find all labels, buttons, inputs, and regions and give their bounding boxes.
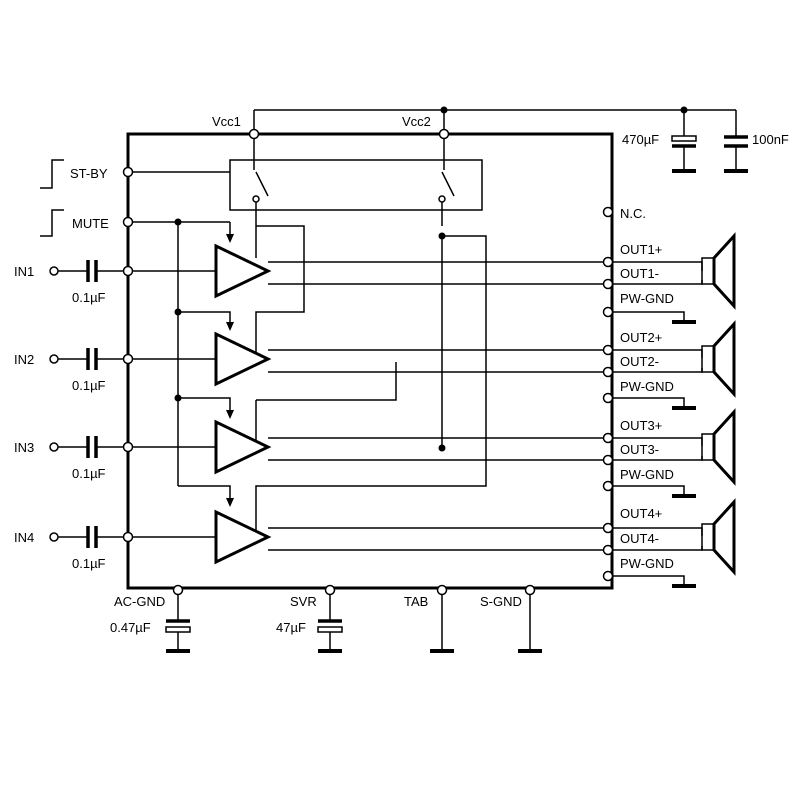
input-label-4: IN4	[14, 530, 34, 545]
pin-label-st-by: ST-BY	[70, 166, 108, 181]
pin-label-tab: TAB	[404, 594, 428, 609]
supply-rail	[253, 106, 737, 136]
ic-body	[126, 132, 614, 590]
capacitor-470uf	[671, 135, 697, 173]
output-label-1-minus: OUT1-	[620, 266, 659, 281]
amplifier-2	[128, 331, 608, 387]
standby-switch-block	[229, 134, 483, 258]
cap-470uf-label: 470µF	[622, 132, 659, 147]
output-label-3-plus: OUT3+	[620, 418, 662, 433]
pin-label-vcc1: Vcc1	[212, 114, 241, 129]
input-cap-label-4: 0.1µF	[72, 556, 106, 571]
amplifier-3	[128, 419, 608, 475]
pin-label-ac-gnd: AC-GND	[114, 594, 165, 609]
input-cap-label-3: 0.1µF	[72, 466, 106, 481]
ic-pins	[122, 128, 614, 596]
speaker-2	[612, 320, 736, 410]
output-label-4-plus: OUT4+	[620, 506, 662, 521]
pin-label-s-gnd: S-GND	[480, 594, 522, 609]
output-label-2-minus: OUT2-	[620, 354, 659, 369]
cap-label-svr: 47µF	[276, 620, 306, 635]
pin-label-mute: MUTE	[72, 216, 109, 231]
speaker-4	[612, 498, 736, 588]
cap-100nf-label: 100nF	[752, 132, 789, 147]
vcc2-distribution	[255, 225, 487, 530]
bottom-pin-wiring	[165, 590, 542, 653]
mute-control	[40, 209, 234, 507]
speaker-1	[612, 232, 736, 324]
input-label-2: IN2	[14, 352, 34, 367]
output-label-1-gnd: PW-GND	[620, 291, 674, 306]
input-label-3: IN3	[14, 440, 34, 455]
input-label-1: IN1	[14, 264, 34, 279]
pin-label-svr: SVR	[290, 594, 317, 609]
speaker-3	[612, 408, 736, 498]
input-cap-label-1: 0.1µF	[72, 290, 106, 305]
output-label-4-minus: OUT4-	[620, 531, 659, 546]
cap-label-ac-gnd: 0.47µF	[110, 620, 151, 635]
output-label-1-plus: OUT1+	[620, 242, 662, 257]
input-cap-label-2: 0.1µF	[72, 378, 106, 393]
output-label-2-plus: OUT2+	[620, 330, 662, 345]
input-coupling	[49, 260, 128, 548]
output-label-3-gnd: PW-GND	[620, 467, 674, 482]
output-label-4-gnd: PW-GND	[620, 556, 674, 571]
capacitor-100nf	[724, 135, 748, 173]
pin-label-nc: N.C.	[620, 206, 646, 221]
output-label-3-minus: OUT3-	[620, 442, 659, 457]
pin-label-vcc2: Vcc2	[402, 114, 431, 129]
st-by-control	[40, 159, 230, 189]
amplifier-1	[128, 243, 608, 299]
amplifier-4	[128, 509, 608, 565]
output-label-2-gnd: PW-GND	[620, 379, 674, 394]
